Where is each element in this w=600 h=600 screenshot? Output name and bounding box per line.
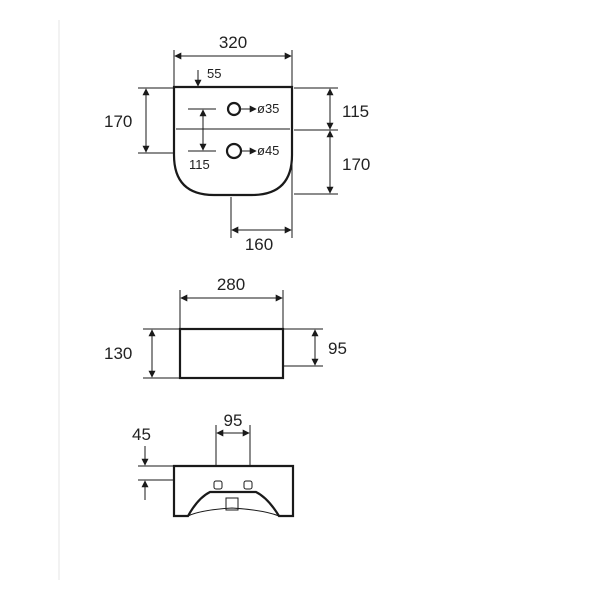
dim-label-95-side: 95 bbox=[224, 411, 243, 430]
dim-label-right-115: 115 bbox=[342, 102, 369, 121]
dim-label-320: 320 bbox=[219, 33, 247, 52]
side-view-floor bbox=[187, 507, 280, 517]
hole-35 bbox=[226, 101, 242, 117]
mount-hole-right bbox=[243, 480, 253, 490]
top-view-outline bbox=[172, 85, 294, 197]
mount-hole-left bbox=[213, 480, 223, 490]
dim-label-130: 130 bbox=[104, 344, 132, 363]
side-view: 95 45 bbox=[132, 411, 295, 518]
dim-label-45: 45 bbox=[132, 425, 151, 444]
dim-label-95-right: 95 bbox=[328, 339, 347, 358]
dim-label-115-inner: 115 bbox=[189, 157, 210, 172]
hole-35-label: ø35 bbox=[257, 101, 279, 116]
front-view: 280 130 95 bbox=[104, 275, 347, 380]
dim-label-160: 160 bbox=[245, 235, 273, 254]
side-view-outline bbox=[172, 464, 295, 518]
top-view: ø35 ø45 320 55 170 115 115 170 160 bbox=[104, 33, 370, 254]
hole-45-label: ø45 bbox=[257, 143, 279, 158]
dim-label-left-170: 170 bbox=[104, 112, 132, 131]
front-view-outline bbox=[178, 327, 285, 380]
dim-label-55: 55 bbox=[207, 66, 221, 81]
dim-label-280: 280 bbox=[217, 275, 245, 294]
hole-45 bbox=[225, 142, 243, 160]
dim-label-right-170: 170 bbox=[342, 155, 370, 174]
side-view-drain bbox=[225, 497, 239, 511]
